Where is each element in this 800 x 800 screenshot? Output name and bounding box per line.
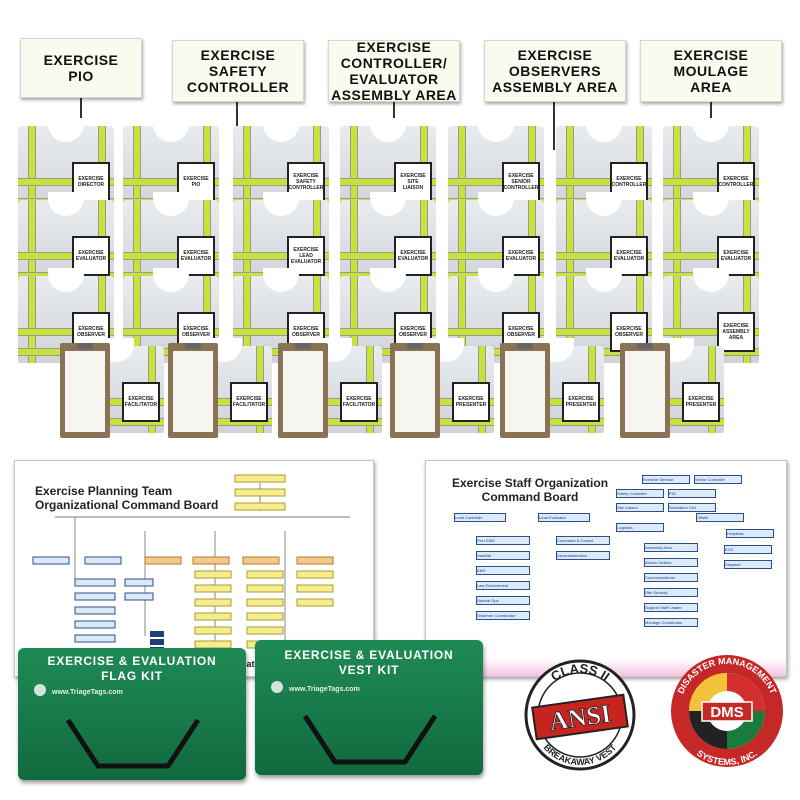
org-chart-node: EOC	[724, 545, 772, 554]
clipboard	[60, 343, 110, 438]
dms-center-text: DMS	[710, 704, 743, 721]
staff-organization-command-board: Exercise Staff Organization Command Boar…	[425, 460, 787, 677]
sign-pole	[553, 100, 555, 150]
org-chart-node: Simulation Cell	[668, 503, 716, 512]
flag-kit-url: www.TriageTags.com	[52, 689, 123, 696]
safety-vest: EXERCISE EVALUATOR	[332, 192, 444, 287]
vest-badge: EXERCISE FACILITATOR	[122, 382, 160, 422]
board-updated-label: Updated	[229, 659, 265, 669]
vest-badge: EXERCISE PRESENTER	[452, 382, 490, 422]
org-chart-node: PIO	[668, 489, 716, 498]
org-chart-node: Moulage Coordinator	[644, 618, 698, 627]
sign-exercise-pio: EXERCISE PIO	[20, 38, 142, 98]
board-title: Exercise Staff Organization Command Boar…	[452, 476, 609, 504]
svg-text:CLASS II: CLASS II	[548, 661, 612, 684]
flag-kit-label: EXERCISE & EVALUATION FLAG KIT	[47, 654, 217, 683]
org-chart-node: Logistics	[616, 523, 664, 532]
sign-exercise-observers: EXERCISE OBSERVERS ASSEMBLY AREA	[484, 40, 626, 102]
planning-team-command-board: Exercise Planning Team Organizational Co…	[14, 460, 374, 677]
sign-exercise-controller-evaluator: EXERCISE CONTROLLER/ EVALUATOR ASSEMBLY …	[328, 39, 460, 103]
org-chart-node: Lead Controller	[454, 513, 506, 522]
org-chart-node: Senior Controller	[694, 475, 742, 484]
sign-pole	[236, 100, 238, 150]
org-chart-node: Command & Control	[556, 536, 610, 545]
org-chart-node: Observer Coordinator	[476, 611, 530, 620]
vest-kit-url: www.TriageTags.com	[289, 686, 360, 693]
vest-kit-label: EXERCISE & EVALUATION VEST KIT	[284, 648, 454, 677]
clipboard	[278, 343, 328, 438]
org-chart-node: Offsite	[696, 513, 744, 522]
bag-handle-icon	[34, 684, 201, 769]
vest-badge: EXERCISE SITE LIAISON	[394, 162, 432, 202]
vest-badge: EXERCISE EVALUATOR	[177, 236, 215, 276]
vest-badge: EXERCISE CONTROLLER	[610, 162, 648, 202]
ansi-class-ii-badge: CLASS II ANSI BREAKAWAY VEST	[524, 659, 636, 771]
org-chart-node: HazMat	[476, 551, 530, 560]
org-chart-node: Site Security	[644, 588, 698, 597]
board-title: Exercise Planning Team Organizational Co…	[35, 484, 219, 512]
org-chart-node: Actors/ Victims	[644, 558, 698, 567]
vest-badge: EXERCISE FACILITATOR	[230, 382, 268, 422]
clipboard	[620, 343, 670, 438]
dms-logo: DISASTER MANAGEMENT SYSTEMS, INC. DMS	[671, 655, 783, 767]
clipboard	[390, 343, 440, 438]
org-chart-node: Special Ops	[476, 596, 530, 605]
org-chart-node: Fire/ EMS	[476, 536, 530, 545]
flag-kit-bag: EXERCISE & EVALUATION FLAG KIT www.Triag…	[18, 648, 246, 780]
vest-kit-bag: EXERCISE & EVALUATION VEST KIT www.Triag…	[255, 640, 483, 775]
org-chart-node: Decontamination	[556, 551, 610, 560]
safety-vest: EXERCISE EVALUATOR	[548, 192, 660, 287]
vest-badge: EXERCISE SAFETY CONTROLLER	[287, 162, 325, 202]
org-chart-node: Dispatch	[724, 560, 772, 569]
vest-badge: EXERCISE ASSEMBLY AREA	[717, 312, 755, 352]
sign-exercise-moulage: EXERCISE MOULAGE AREA	[640, 40, 782, 102]
vest-badge: EXERCISE FACILITATOR	[340, 382, 378, 422]
org-chart-node: Communications	[644, 573, 698, 582]
org-chart-node: Support Staff Leader	[644, 603, 698, 612]
sign-exercise-safety-controller: EXERCISE SAFETY CONTROLLER	[172, 40, 304, 102]
org-chart-node: Hospitals	[726, 529, 774, 538]
vest-badge: EXERCISE EVALUATOR	[610, 236, 648, 276]
org-chart-node: Exercise Director	[642, 475, 690, 484]
vest-badge: EXERCISE PRESENTER	[682, 382, 720, 422]
org-chart-node: Site Liaison	[616, 503, 664, 512]
org-chart-node: EMS	[476, 566, 530, 575]
org-chart-node: Safety Controller	[616, 489, 664, 498]
clipboard	[168, 343, 218, 438]
org-chart-node: Lead Evaluator	[538, 513, 590, 522]
clipboard	[500, 343, 550, 438]
org-chart-node: Assembly Area	[644, 543, 698, 552]
org-chart-node: Law Enforcement	[476, 581, 530, 590]
vest-badge: EXERCISE PRESENTER	[562, 382, 600, 422]
ansi-top-text: CLASS II	[548, 661, 612, 684]
bag-handle-icon	[271, 681, 438, 765]
safety-vest: EXERCISE SITE LIAISON	[332, 118, 444, 213]
